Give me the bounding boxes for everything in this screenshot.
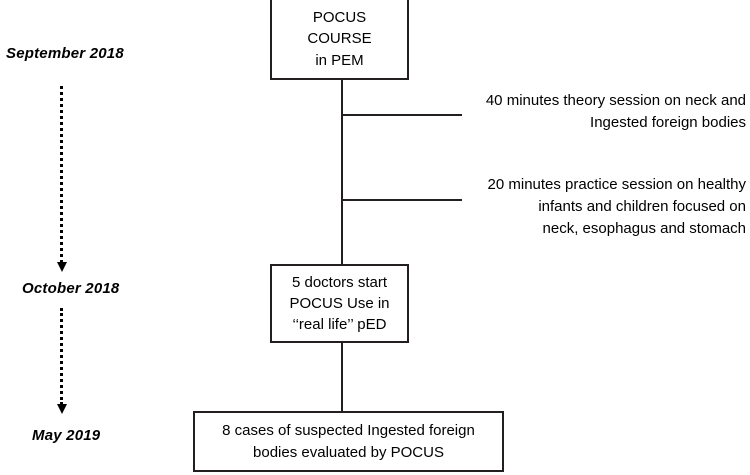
- timeline-label-september-2018: September 2018: [6, 45, 124, 62]
- text-line: 8 cases of suspected Ingested foreign: [222, 422, 475, 440]
- connector-branch-theory: [341, 114, 462, 116]
- text-line: 20 minutes practice session on healthy: [487, 176, 746, 193]
- text-line: COURSE: [307, 30, 372, 48]
- arrow-head-down-icon: [56, 262, 67, 272]
- arrow-shaft: [60, 86, 63, 263]
- timeline-arrow-october-to-may: [56, 308, 67, 414]
- timeline-label-may-2019: May 2019: [32, 427, 101, 444]
- timeline-label-october-2018: October 2018: [22, 280, 120, 297]
- text-line: bodies evaluated by POCUS: [253, 443, 444, 461]
- timeline-arrow-september-to-october: [56, 86, 67, 272]
- flow-box-pocus-course-label: POCUS COURSE in PEM: [301, 7, 377, 71]
- text-line: 40 minutes theory session on neck and: [485, 92, 746, 109]
- connector-branch-practice: [341, 199, 462, 201]
- text-line: 5 doctors start: [291, 273, 388, 291]
- flow-box-doctors-start-label: 5 doctors start POCUS Use in ‘‘real life…: [283, 272, 395, 336]
- flow-box-pocus-course: POCUS COURSE in PEM: [270, 0, 409, 80]
- session-description-theory: 40 minutes theory session on neck and In…: [446, 90, 746, 134]
- flow-box-suspected-cases-label: 8 cases of suspected Ingested foreign bo…: [216, 420, 481, 463]
- text-line: POCUS Use in: [289, 294, 390, 312]
- text-line: POCUS: [312, 9, 367, 27]
- connector-trunk-upper: [341, 78, 343, 266]
- connector-trunk-lower: [341, 341, 343, 413]
- session-description-practice: 20 minutes practice session on healthy i…: [446, 174, 746, 239]
- arrow-head-down-icon: [56, 404, 67, 414]
- text-line: Ingested foreign bodies: [590, 113, 746, 131]
- text-line: neck, esophagus and stomach: [542, 219, 746, 237]
- arrow-shaft: [60, 308, 63, 405]
- text-line: ‘‘real life’’ pED: [292, 316, 387, 334]
- text-line: in PEM: [315, 51, 364, 69]
- text-line: infants and children focused on: [538, 197, 746, 215]
- flow-box-doctors-start: 5 doctors start POCUS Use in ‘‘real life…: [270, 264, 409, 343]
- flow-box-suspected-cases: 8 cases of suspected Ingested foreign bo…: [193, 411, 504, 472]
